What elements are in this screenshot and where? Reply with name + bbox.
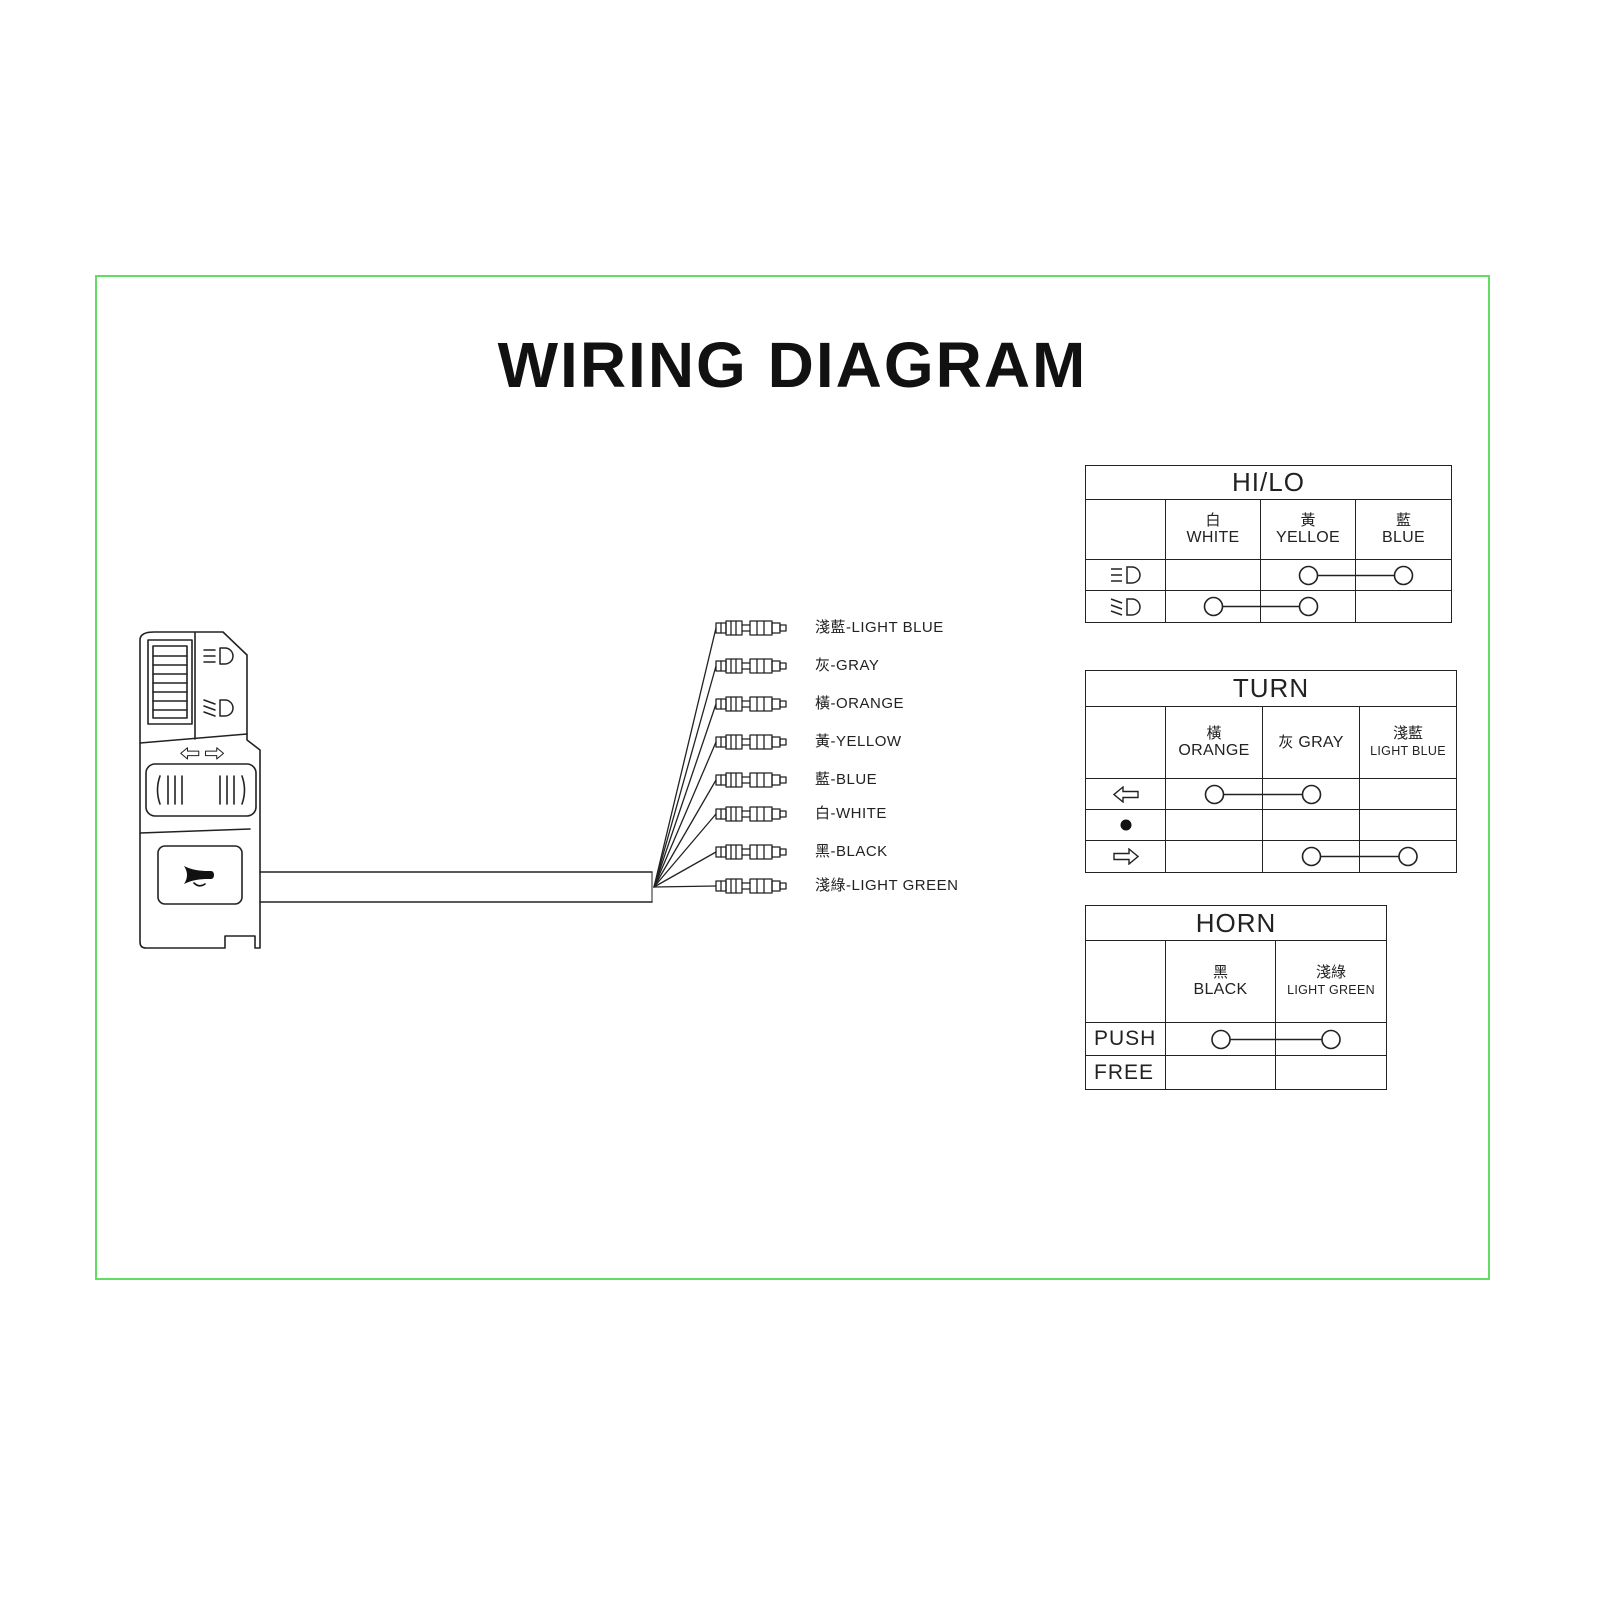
high-beam-icon <box>203 647 234 665</box>
turn-table: TURN 橫 ORANGE 灰 GRAY 淺藍 LIGHT BLUE <box>1085 670 1457 873</box>
turn-cell <box>1263 841 1360 872</box>
hilo-cell <box>1356 560 1451 591</box>
horn-table-title: HORN <box>1086 906 1386 941</box>
turn-row-right-icon-cell <box>1086 841 1166 872</box>
horn-col-black-cn: 黑 <box>1212 964 1228 981</box>
horn-cell <box>1166 1056 1276 1089</box>
turn-col-orange-en: ORANGE <box>1178 742 1250 759</box>
right-arrow-icon <box>1112 848 1139 865</box>
hilo-cell <box>1261 560 1356 591</box>
wire-connectors <box>715 620 787 894</box>
wire-label-blue: 藍-BLUE <box>815 771 878 788</box>
horn-col-black-en: BLACK <box>1193 981 1248 998</box>
turn-cell <box>1166 779 1263 810</box>
horn-row-push-label: PUSH <box>1086 1023 1166 1056</box>
turn-cell <box>1263 779 1360 810</box>
wire-label-light-blue: 淺藍-LIGHT BLUE <box>815 619 944 636</box>
right-arrow-icon <box>204 747 225 760</box>
turn-col-gray-en: GRAY <box>1298 733 1344 751</box>
hilo-col-blue-en: BLUE <box>1382 529 1425 546</box>
wire-fan <box>653 627 717 888</box>
horn-table: HORN 黑 BLACK 淺綠 LIGHT GREEN PUSH FREE <box>1085 905 1387 1090</box>
horn-col-light-green-en: LIGHT GREEN <box>1287 983 1375 997</box>
turn-cell <box>1263 810 1360 841</box>
hilo-col-white-cn: 白 <box>1205 512 1221 529</box>
wire-label-orange: 橫-ORANGE <box>815 695 905 712</box>
hilo-row-lo-icon-cell <box>1086 591 1166 622</box>
hilo-col-blue: 藍 BLUE <box>1356 500 1451 560</box>
high-beam-icon <box>1109 566 1141 584</box>
wire-label-white: 白-WHITE <box>815 805 887 822</box>
hilo-cell <box>1356 591 1451 622</box>
turn-col-gray-cn: 灰 <box>1278 734 1294 751</box>
hilo-cell <box>1166 591 1261 622</box>
low-beam-icon <box>1109 597 1141 616</box>
turn-col-orange: 橫 ORANGE <box>1166 707 1263 779</box>
switch-unit-drawing <box>139 620 787 949</box>
left-arrow-icon <box>1112 785 1139 803</box>
horn-icon <box>183 865 215 887</box>
turn-row-center-icon-cell <box>1086 810 1166 841</box>
turn-cell <box>1360 779 1456 810</box>
hilo-col-white: 白 WHITE <box>1166 500 1261 560</box>
turn-cell <box>1166 810 1263 841</box>
hilo-col-yellow-cn: 黃 <box>1300 512 1316 529</box>
dot-icon <box>1119 818 1132 832</box>
left-arrow-icon <box>180 747 200 760</box>
hilo-col-yellow-en: YELLOE <box>1275 529 1341 546</box>
horn-row-free-label: FREE <box>1086 1056 1166 1089</box>
hilo-row-hi-icon-cell <box>1086 560 1166 591</box>
turn-col-gray: 灰 GRAY <box>1263 707 1360 779</box>
hilo-col-white-en: WHITE <box>1186 529 1240 546</box>
low-beam-icon <box>203 699 234 717</box>
horn-cell <box>1166 1023 1276 1056</box>
horn-button <box>157 845 243 905</box>
page-title: WIRING DIAGRAM <box>497 329 1088 401</box>
hilo-table: HI/LO 白 WHITE 黃 YELLOE 藍 BLUE <box>1085 465 1452 623</box>
turn-col-light-blue-cn: 淺藍 <box>1392 725 1423 742</box>
hilo-col-yellow: 黃 YELLOE <box>1261 500 1356 560</box>
wire-label-yellow: 黃-YELLOW <box>815 733 902 750</box>
cable <box>259 871 653 903</box>
wire-label-light-green: 淺綠-LIGHT GREEN <box>815 877 959 894</box>
hilo-col-blue-cn: 藍 <box>1395 512 1411 529</box>
turn-row-left-icon-cell <box>1086 779 1166 810</box>
turn-corner-cell <box>1086 707 1166 779</box>
horn-col-light-green: 淺綠 LIGHT GREEN <box>1276 941 1386 1023</box>
turn-cell <box>1360 841 1456 872</box>
horn-col-light-green-cn: 淺綠 <box>1315 964 1346 981</box>
hilo-table-title: HI/LO <box>1086 466 1451 500</box>
hilo-cell <box>1166 560 1261 591</box>
turn-col-light-blue-en: LIGHT BLUE <box>1370 744 1446 758</box>
horn-corner-cell <box>1086 941 1166 1023</box>
turn-table-title: TURN <box>1086 671 1456 707</box>
switch-body-outline <box>139 631 261 949</box>
turn-col-light-blue: 淺藍 LIGHT BLUE <box>1360 707 1456 779</box>
hilo-cell <box>1261 591 1356 622</box>
hilo-corner-cell <box>1086 500 1166 560</box>
turn-cell <box>1360 810 1456 841</box>
turn-col-orange-cn: 橫 <box>1206 725 1222 742</box>
wire-label-gray: 灰-GRAY <box>815 657 880 674</box>
wire-label-black: 黑-BLACK <box>815 843 888 860</box>
turn-cell <box>1166 841 1263 872</box>
horn-cell <box>1276 1056 1386 1089</box>
horn-cell <box>1276 1023 1386 1056</box>
turn-rocker <box>145 763 257 817</box>
hi-lo-slider <box>147 639 193 725</box>
horn-col-black: 黑 BLACK <box>1166 941 1276 1023</box>
